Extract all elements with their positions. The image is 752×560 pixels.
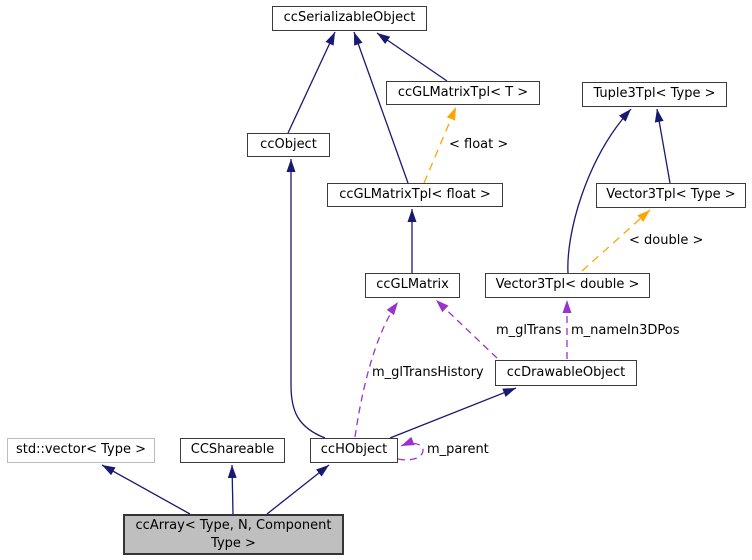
node-cchobject[interactable]: ccHObject — [310, 438, 398, 463]
node-ccglmatrix[interactable]: ccGLMatrix — [365, 273, 460, 298]
node-std-vector-type: std::vector< Type > — [7, 438, 155, 463]
node-vector3tpl-double[interactable]: Vector3Tpl< double > — [485, 273, 650, 298]
edge-label-float-instantiation: < float > — [449, 137, 509, 152]
edge-cchobject-ccdrawableobject — [389, 387, 517, 439]
node-ccglmatrixtpl-t[interactable]: ccGLMatrixTpl< T > — [386, 81, 540, 105]
node-tuple3tpl-type[interactable]: Tuple3Tpl< Type > — [582, 82, 727, 107]
node-ccobject[interactable]: ccObject — [247, 133, 330, 157]
edge-cchobject-ccglmatrix-m-gltranshistory — [354, 301, 399, 438]
edge-vector3tpl-double-instantiation — [581, 209, 651, 272]
edge-label-m-parent: m_parent — [427, 442, 489, 457]
edge-label-m-gltranshistory: m_glTransHistory — [372, 365, 484, 380]
node-ccglmatrixtpl-float[interactable]: ccGLMatrixTpl< float > — [327, 183, 503, 207]
edge-ccglmatrixtpl-t-ccserializableobject — [376, 32, 448, 82]
edge-ccobject-ccserializableobject — [287, 31, 336, 134]
edge-ccglmatrixtpl-float-ccserializableobject — [353, 31, 409, 184]
node-ccshareable[interactable]: CCShareable — [180, 438, 285, 463]
edge-ccarray-cchobject — [266, 464, 330, 515]
edge-cchobject-ccobject — [286, 159, 326, 439]
edge-ccarray-stdvector — [101, 464, 191, 515]
node-ccdrawableobject[interactable]: ccDrawableObject — [495, 360, 637, 386]
edge-cchobject-self-m-parent — [397, 436, 424, 461]
edge-ccarray-ccshareable — [227, 464, 237, 515]
edge-label-m-namein3dpos: m_nameIn3DPos — [571, 323, 680, 338]
edge-vector3tpl-type-tuple3tpl-type — [654, 108, 671, 184]
edge-vector3tpl-double-tuple3tpl-type — [567, 108, 632, 274]
edge-label-double-instantiation: < double > — [629, 233, 704, 248]
node-vector3tpl-type[interactable]: Vector3Tpl< Type > — [596, 183, 746, 208]
edge-ccdrawableobject-ccglmatrix-m-gltrans — [435, 299, 498, 359]
node-ccserializableobject[interactable]: ccSerializableObject — [272, 6, 427, 31]
edge-label-m-gltrans: m_glTrans — [496, 323, 562, 338]
